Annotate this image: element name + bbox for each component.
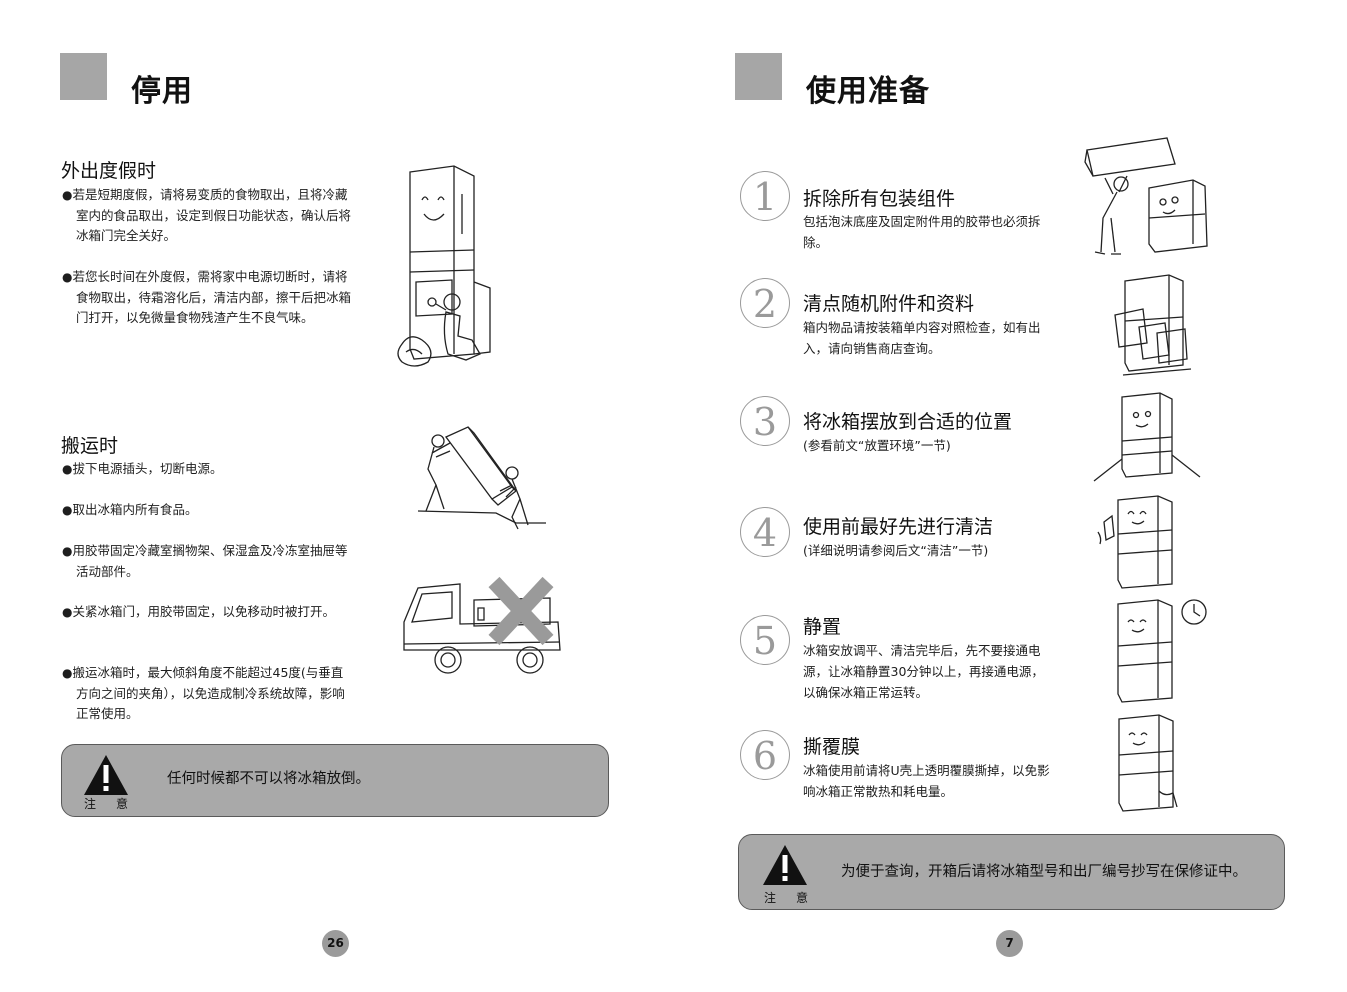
notice-text: 任何时候都不可以将冰箱放倒。: [167, 771, 370, 787]
right-title-block: [735, 53, 782, 100]
vacation-bullet-2: ●若您长时间在外度假，需将家中电源切断时，请将食物取出，待霜溶化后，清洁内部，擦…: [62, 269, 352, 325]
fridge-with-manuals: [1114, 274, 1192, 376]
moving-bullet-2: ●取出冰箱内所有食品。: [62, 502, 198, 517]
step-2-desc: 箱内物品请按装箱单内容对照检查，如有出入，请向销售商店查询。: [803, 320, 1041, 356]
fridge-peeling-film: [1118, 714, 1178, 812]
moving-bullet-3: ●用胶带固定冷藏室搁物架、保湿盒及冷冻室抽屉等活动部件。: [62, 543, 348, 579]
fridge-being-wiped: [1097, 495, 1173, 589]
moving-bullet-1: ●拔下电源插头，切断电源。: [62, 461, 223, 476]
left-page-title: 停用: [131, 74, 193, 109]
left-notice-box: 注意 任何时候都不可以将冰箱放倒。: [61, 744, 609, 817]
bullet-icon: ●: [62, 462, 73, 476]
left-title-block: [60, 53, 107, 100]
right-page-title: 使用准备: [806, 74, 930, 109]
warning-icon: [84, 755, 128, 795]
step-1-number: 1: [740, 171, 790, 221]
bullet-icon: ●: [62, 503, 73, 517]
right-notice-box: 注意 为便于查询，开箱后请将冰箱型号和出厂编号抄写在保修证中。: [738, 834, 1285, 910]
step-4-desc: (详细说明请参阅后文“清洁”一节): [803, 543, 989, 558]
step-4-title: 使用前最好先进行清洁: [803, 516, 994, 538]
bullet-icon: ●: [62, 544, 73, 558]
left-page-number: 26: [322, 930, 349, 957]
step-5-title: 静置: [803, 616, 842, 638]
step-5-number: 5: [740, 615, 790, 665]
bullet-icon: ●: [62, 605, 73, 619]
step-5-desc: 冰箱安放调平、清洁完毕后，先不要接通电源，让冰箱静置30分钟以上，再接通电源，以…: [803, 643, 1044, 700]
step-3-title: 将冰箱摆放到合适的位置: [803, 411, 1013, 433]
vacation-heading: 外出度假时: [61, 160, 157, 182]
moving-bullet-5: ●搬运冰箱时，最大倾斜角度不能超过45度(与垂直方向之间的夹角），以免造成制冷系…: [62, 665, 345, 721]
step-3-desc: (参看前文“放置环境”一节): [803, 438, 951, 453]
warning-icon: [763, 845, 807, 885]
bullet-icon: ●: [62, 270, 73, 284]
step-3-number: 3: [740, 396, 790, 446]
person-lifting-box-off-fridge: [1084, 137, 1208, 255]
two-people-carrying-fridge-illustration: [417, 426, 546, 530]
step-6-number: 6: [740, 730, 790, 780]
notice-label: 注意: [764, 891, 829, 905]
fridge-cleaning-illustration: [397, 165, 491, 367]
truck-with-fridge-lying-crossed-out: [403, 576, 561, 674]
notice-text: 为便于查询，开箱后请将冰箱型号和出厂编号抄写在保修证中。: [841, 864, 1247, 880]
step-2-number: 2: [740, 278, 790, 328]
step-1-desc: 包括泡沫底座及固定附件用的胶带也必须拆除。: [803, 214, 1041, 250]
moving-bullet-4: ●关紧冰箱门，用胶带固定，以免移动时被打开。: [62, 604, 335, 619]
step-2-title: 清点随机附件和资料: [803, 293, 975, 315]
step-6-title: 撕覆膜: [803, 736, 861, 758]
step-1-title: 拆除所有包装组件: [803, 188, 956, 210]
vacation-bullet-1: ●若是短期度假，请将易变质的食物取出，且将冷藏室内的食品取出，设定到假日功能状态…: [62, 187, 352, 243]
step-6-desc: 冰箱使用前请将U壳上透明覆膜撕掉，以免影响冰箱正常散热和耗电量。: [803, 763, 1050, 799]
bullet-icon: ●: [62, 666, 73, 680]
fridge-with-clock: [1117, 599, 1207, 703]
bullet-icon: ●: [62, 188, 73, 202]
notice-label: 注意: [84, 797, 149, 811]
step-4-number: 4: [740, 507, 790, 557]
moving-heading: 搬运时: [61, 435, 119, 457]
fridge-in-corner: [1093, 392, 1201, 482]
right-page-number: 7: [996, 930, 1023, 957]
